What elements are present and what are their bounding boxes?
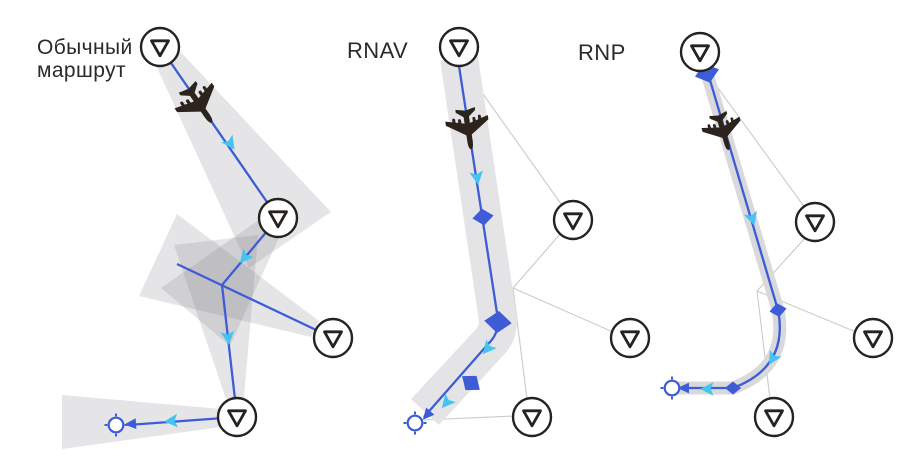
route-end-fix-icon: [402, 410, 428, 436]
panel-label-rnp: RNP: [578, 40, 626, 65]
vor-beacon-icon: [794, 201, 836, 243]
vor-beacon-icon: [312, 317, 354, 359]
vor-beacon-icon: [511, 396, 553, 438]
reference-line: [512, 287, 614, 333]
vor-beacon-icon: [552, 199, 594, 241]
vor-beacon-icon: [438, 26, 480, 68]
vor-beacon-icon: [753, 396, 795, 438]
route-path: [159, 46, 279, 219]
panel-label-rnav: RNAV: [347, 38, 409, 63]
reference-line: [706, 72, 809, 213]
protection-corridor: [676, 68, 787, 395]
route-end-fix-icon: [659, 375, 685, 401]
panel-rnav: [402, 26, 651, 438]
reference-line: [756, 290, 771, 400]
route-lines: [127, 46, 334, 427]
panel-label-conventional: Обычный маршрут: [37, 36, 133, 82]
vor-beacon-icon: [139, 26, 181, 68]
vor-beacon-icon: [257, 197, 299, 239]
vor-beacon-icon: [609, 317, 651, 359]
corridor-leg3: [174, 235, 258, 399]
panel-conventional: [62, 26, 354, 449]
route-path: [681, 69, 781, 390]
vor-beacon-icon: [216, 396, 258, 438]
reference-line: [512, 232, 562, 289]
panel-rnp: [659, 31, 894, 438]
vor-beacon-icon: [679, 31, 721, 73]
vor-beacon-icon: [852, 317, 894, 359]
reference-line: [512, 287, 528, 400]
corridor-leg4: [62, 395, 221, 449]
vor-radial-line: [176, 262, 334, 340]
